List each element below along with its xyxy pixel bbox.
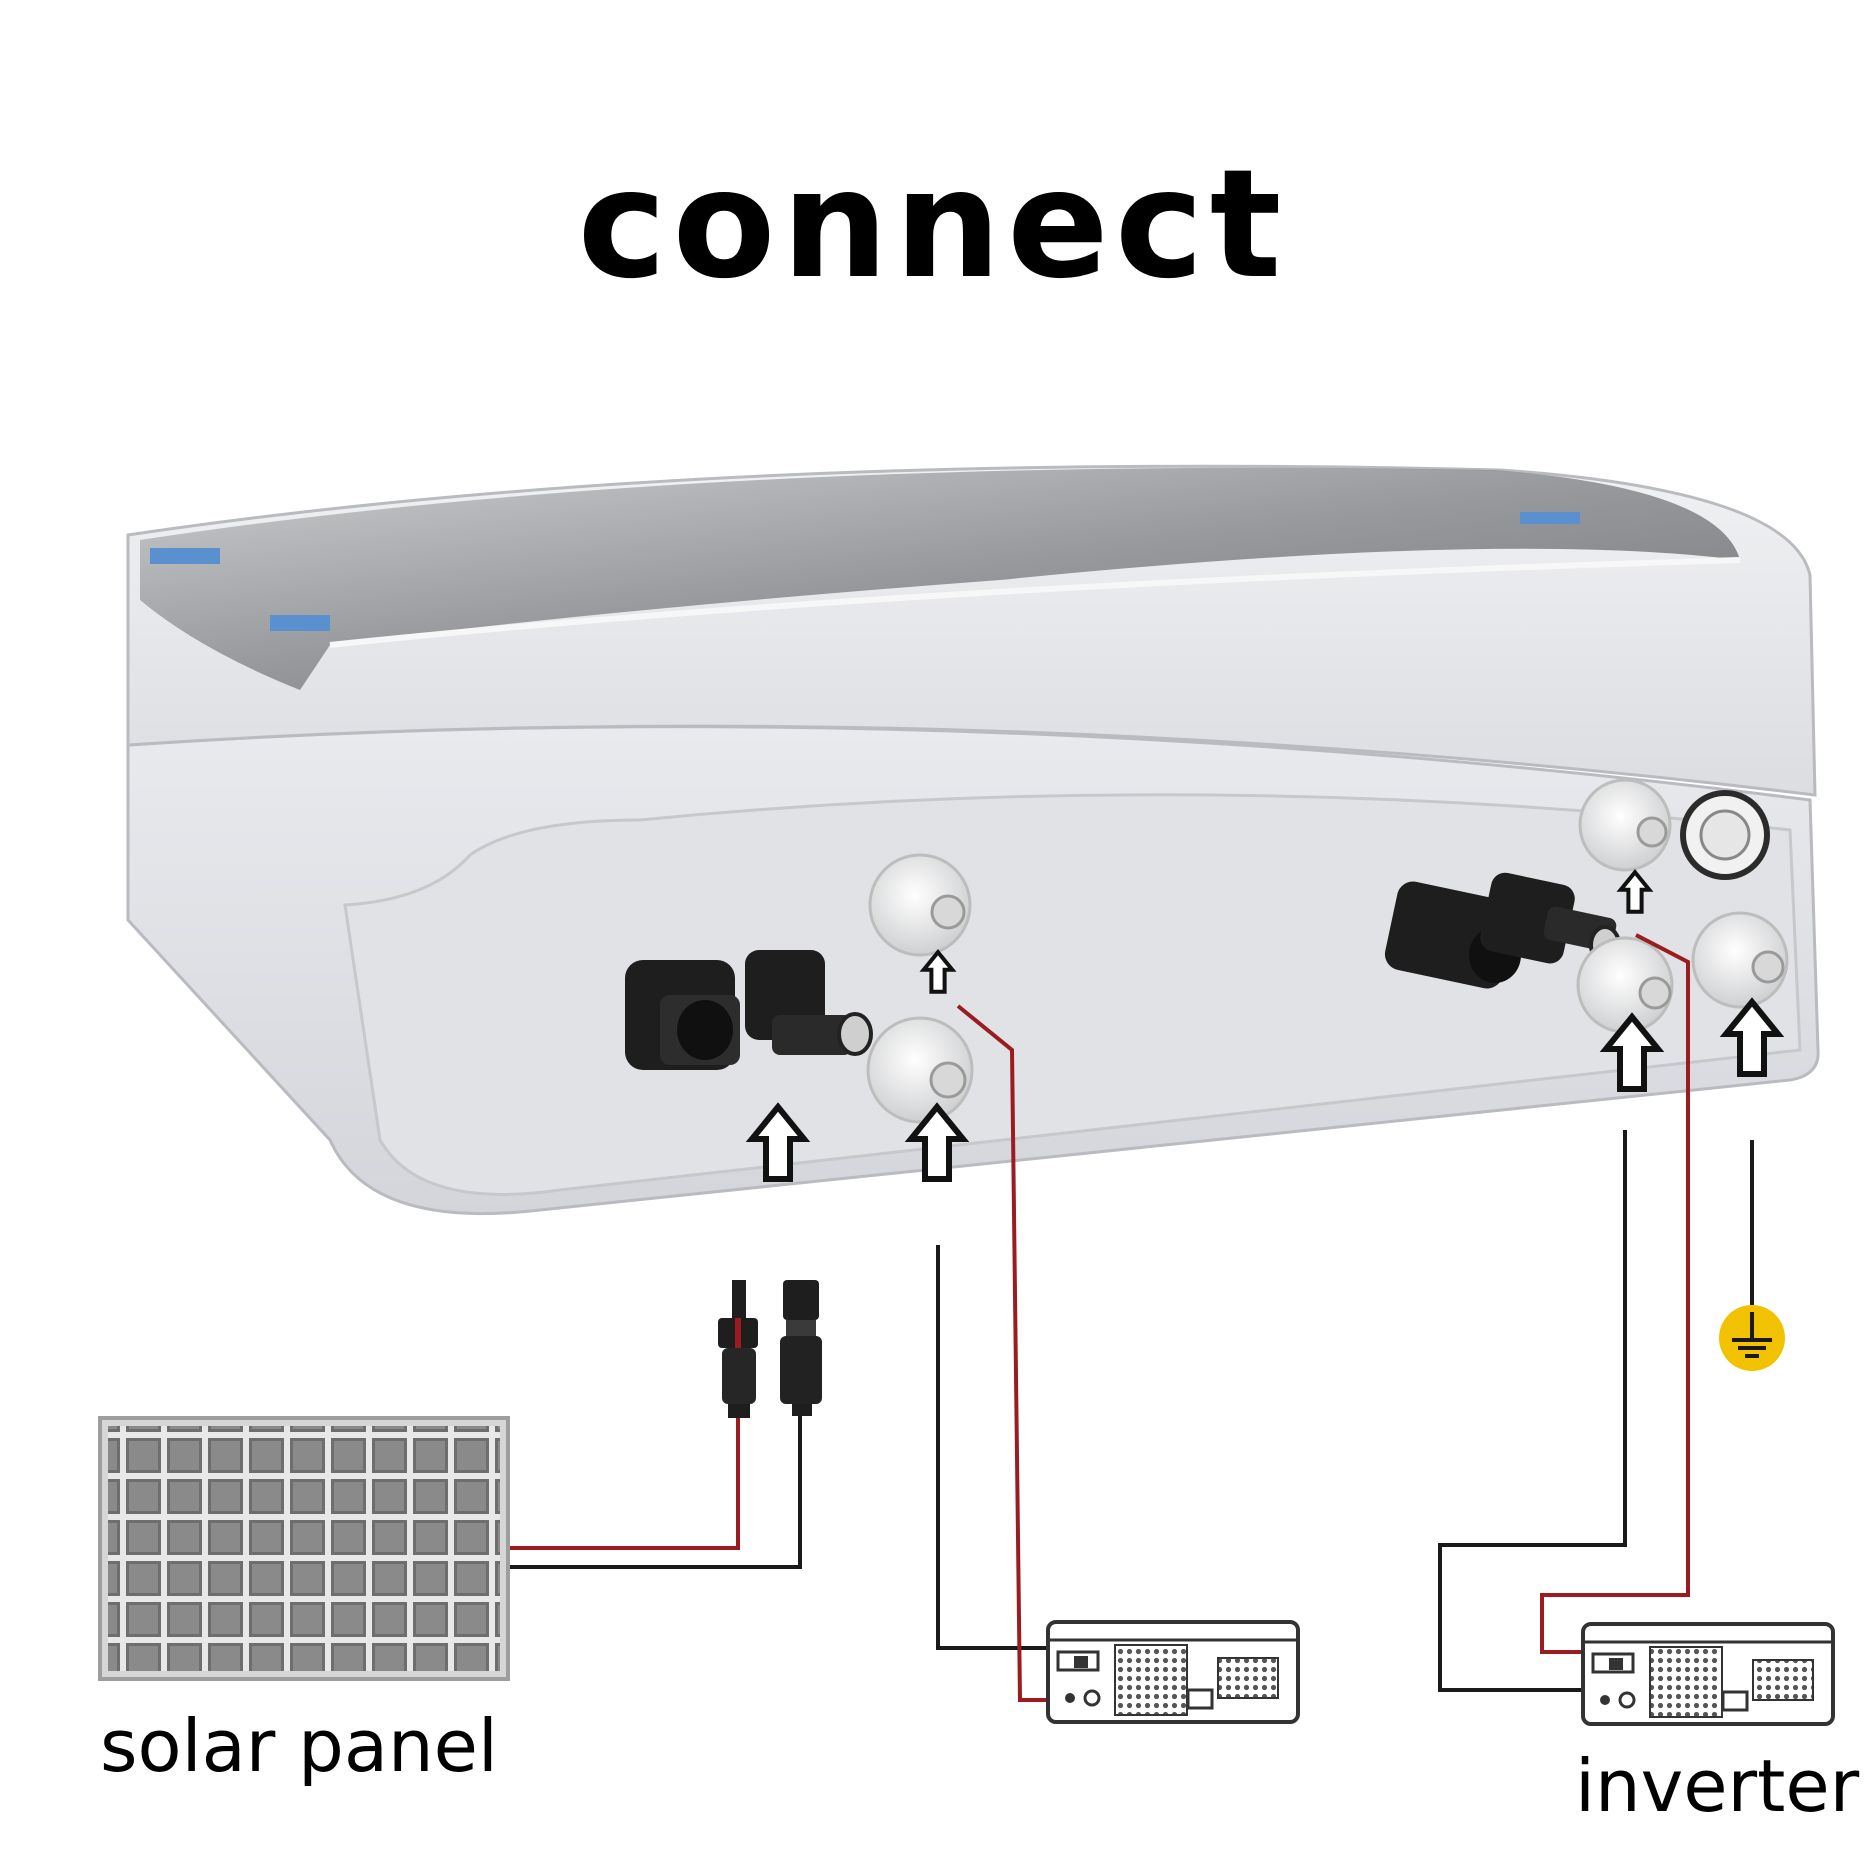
wire-inverter1-negative bbox=[936, 1245, 1050, 1650]
enclosure-lid bbox=[140, 467, 1740, 690]
wire-solar-negative bbox=[500, 1405, 802, 1569]
cable-gland-left-bottom bbox=[866, 1016, 974, 1124]
ground-symbol-icon bbox=[1719, 1305, 1785, 1371]
combiner-box bbox=[126, 464, 1820, 1216]
cable-gland-right-bottom bbox=[1691, 911, 1789, 1009]
cable-gland-left-top bbox=[868, 853, 972, 957]
cable-mc4-female bbox=[780, 1280, 822, 1416]
diagram-title: connect bbox=[577, 138, 1288, 312]
arrow-inverter1-negative bbox=[904, 1102, 970, 1182]
arrow-ground bbox=[1719, 997, 1785, 1077]
lid-edge-highlight bbox=[329, 557, 1741, 648]
solar-panel-label: solar panel bbox=[100, 1704, 498, 1788]
box-mc4-positive-left bbox=[745, 950, 873, 1056]
cable-gland-right-middle bbox=[1576, 936, 1674, 1034]
inverter-unit-1 bbox=[1046, 1620, 1300, 1724]
arrow-right-top-gland bbox=[1616, 869, 1654, 914]
box-mc4-negative-left bbox=[625, 960, 740, 1070]
cable-gland-right-top bbox=[1578, 778, 1672, 872]
wire-inverter1-positive bbox=[956, 1004, 1050, 1702]
cable-mc4-male bbox=[718, 1280, 758, 1418]
lid-hinge-right bbox=[1520, 512, 1580, 524]
inverter-label: inverter bbox=[1575, 1744, 1860, 1828]
solar-panel bbox=[98, 1416, 510, 1681]
wire-inverter2-positive bbox=[1540, 933, 1690, 1654]
arrow-inverter2-negative bbox=[1599, 1012, 1665, 1092]
wiring bbox=[500, 933, 1754, 1702]
wire-solar-positive bbox=[500, 1400, 740, 1550]
arrow-inverter1-positive bbox=[919, 949, 957, 994]
lid-hinge-mid bbox=[270, 615, 330, 631]
breather-vent bbox=[1680, 790, 1770, 880]
arrow-group bbox=[745, 869, 1785, 1182]
inverter-unit-2 bbox=[1581, 1622, 1835, 1726]
arrow-solar-input bbox=[745, 1102, 811, 1182]
lid-hinge-left bbox=[150, 548, 220, 564]
wire-inverter2-negative bbox=[1438, 1130, 1627, 1692]
